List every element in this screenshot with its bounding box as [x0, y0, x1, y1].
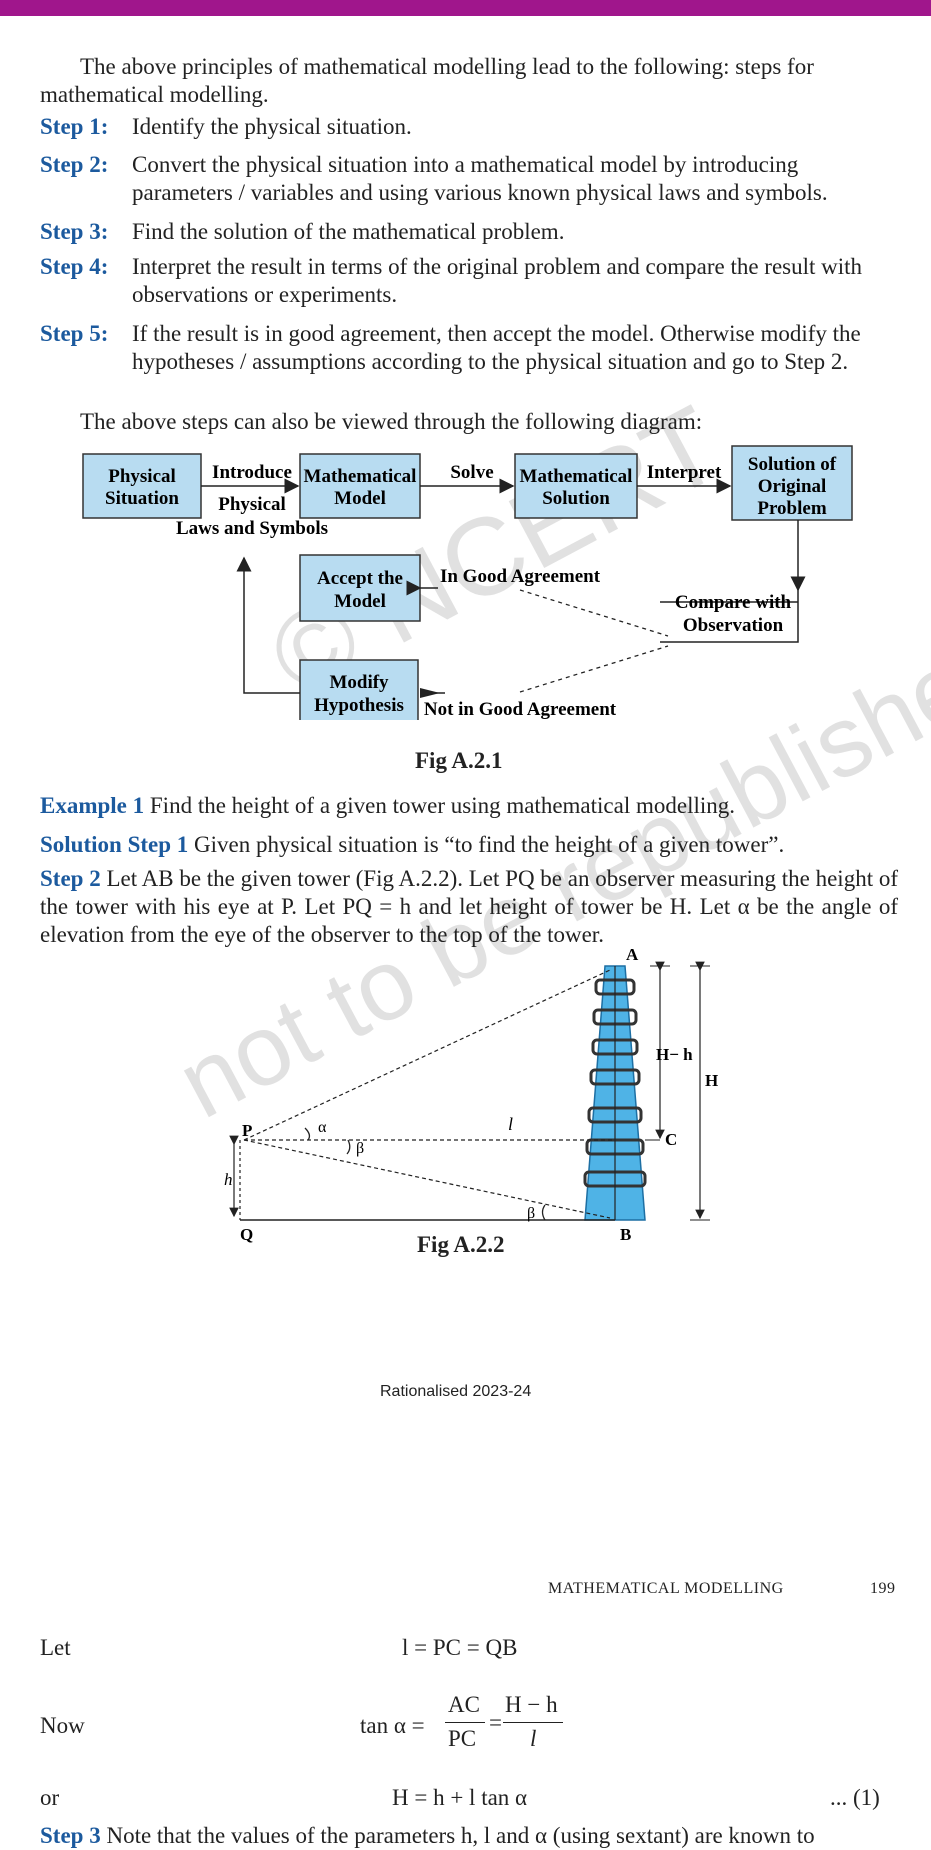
solution-label: Solution Step 1 — [40, 832, 189, 857]
example-text: Find the height of a given tower using m… — [149, 793, 735, 818]
eq-l-pc-qb: l = PC = QB — [402, 1635, 518, 1660]
example-label: Example 1 — [40, 793, 145, 818]
step-1: Step 1: Identify the physical situation. — [40, 113, 898, 141]
label-H: H — [705, 1071, 718, 1090]
solution-step-2: Step 2 Let AB be the given tower (Fig A.… — [40, 865, 898, 949]
fig-a21-caption: Fig A.2.1 — [415, 748, 503, 773]
label-compare-line1: Compare with — [675, 592, 792, 613]
eq-number: ... (1) — [830, 1785, 880, 1810]
label-compare-line2: Observation — [683, 615, 784, 636]
tan-lhs: tan α = — [360, 1713, 425, 1738]
solution-original-line2: Original — [758, 476, 827, 497]
or-label: or — [40, 1785, 60, 1810]
label-in-good: In Good Agreement — [440, 566, 601, 587]
accept-model-line1: Accept the — [317, 568, 403, 589]
physical-situation-line2: Situation — [105, 488, 179, 509]
step3-text: Note that the values of the parameters h… — [106, 1823, 815, 1848]
label-H-minus-h: H− h — [656, 1045, 693, 1064]
running-head: MATHEMATICAL MODELLING — [548, 1580, 784, 1597]
page-number: 199 — [870, 1580, 896, 1597]
box-solution-original — [731, 445, 853, 521]
math-model-line1: Mathematical — [304, 466, 417, 487]
accept-model-line2: Model — [334, 591, 386, 612]
label-alpha: α — [318, 1119, 327, 1136]
step-3-partial: Step 3 Note that the values of the param… — [40, 1822, 898, 1850]
box-accept-model — [299, 554, 421, 622]
step-label: Step 4: — [40, 254, 109, 279]
step2-text: Let AB be the given tower (Fig A.2.2). L… — [40, 866, 899, 947]
step-text: If the result is in good agreement, then… — [132, 321, 861, 374]
step-label: Step 1: — [40, 114, 109, 139]
eq-H: H = h + l tan α — [392, 1785, 528, 1810]
math-solution-line1: Mathematical — [520, 466, 633, 487]
solution-original-line1: Solution of — [748, 454, 837, 475]
label-laws-symbols: Laws and Symbols — [176, 518, 328, 539]
frac1-bar — [445, 1722, 485, 1723]
step-label: Step 5: — [40, 321, 109, 346]
label-beta-b: β — [527, 1205, 535, 1222]
step-3: Step 3: Find the solution of the mathema… — [40, 218, 898, 246]
step-4: Step 4: Interpret the result in terms of… — [40, 253, 898, 307]
example-1: Example 1 Find the height of a given tow… — [40, 792, 898, 820]
solution-step-1: Solution Step 1 Given physical situation… — [40, 831, 898, 859]
step-label: Step 2: — [40, 152, 109, 177]
step-text: Interpret the result in terms of the ori… — [132, 254, 863, 307]
diagram-intro: The above steps can also be viewed throu… — [80, 409, 703, 434]
step3-label: Step 3 — [40, 1823, 101, 1848]
line-pa — [243, 969, 611, 1141]
math-model-line2: Model — [334, 488, 386, 509]
rationalised-note: Rationalised 2023-24 — [380, 1383, 532, 1400]
label-C: C — [665, 1130, 677, 1149]
step-text: Convert the physical situation into a ma… — [132, 152, 828, 205]
label-Q: Q — [240, 1225, 253, 1244]
step-5: Step 5: If the result is in good agreeme… — [40, 320, 898, 374]
frac1-den: PC — [448, 1726, 477, 1751]
label-interpret: Interpret — [647, 462, 722, 483]
modify-hypothesis-line2: Hypothesis — [314, 695, 404, 716]
frac2-den: l — [530, 1726, 537, 1751]
step-2: Step 2: Convert the physical situation i… — [40, 151, 898, 205]
box-mathematical-model — [299, 453, 421, 519]
label-solve: Solve — [450, 462, 493, 483]
flow-diagram: Physical Situation Mathematical Model Ma… — [82, 445, 853, 720]
label-physical: Physical — [218, 494, 286, 515]
math-solution-line2: Solution — [542, 488, 610, 509]
step-text: Find the solution of the mathematical pr… — [132, 219, 565, 244]
label-P: P — [242, 1121, 252, 1140]
modify-hypothesis-line1: Modify — [329, 672, 389, 693]
eq-sign: = — [489, 1710, 502, 1735]
frac2-bar — [503, 1722, 563, 1723]
label-beta-p: β — [356, 1140, 364, 1157]
label-not-good: Not in Good Agreement — [424, 699, 617, 720]
now-label: Now — [40, 1713, 85, 1738]
frac2-num: H − h — [505, 1692, 558, 1717]
box-mathematical-solution — [514, 453, 638, 519]
top-color-bar — [0, 0, 931, 16]
physical-situation-line1: Physical — [108, 466, 176, 487]
label-h: h — [224, 1170, 233, 1189]
tower-figure: A B C P Q α β β l h H− h H — [224, 945, 718, 1244]
frac1-num: AC — [448, 1692, 480, 1717]
step2-label: Step 2 — [40, 866, 101, 891]
label-A: A — [626, 945, 639, 964]
step-text: Identify the physical situation. — [132, 114, 412, 139]
intro-paragraph: The above principles of mathematical mod… — [40, 54, 814, 107]
let-label: Let — [40, 1635, 71, 1660]
label-introduce: Introduce — [212, 462, 292, 483]
label-l: l — [508, 1114, 513, 1134]
box-physical-situation — [82, 453, 202, 519]
label-B: B — [620, 1225, 631, 1244]
line-pb — [243, 1139, 611, 1219]
solution-original-line3: Problem — [757, 498, 826, 519]
step-label: Step 3: — [40, 219, 109, 244]
solution-text: Given physical situation is “to find the… — [194, 832, 785, 857]
fig-a22-caption: Fig A.2.2 — [417, 1232, 505, 1257]
